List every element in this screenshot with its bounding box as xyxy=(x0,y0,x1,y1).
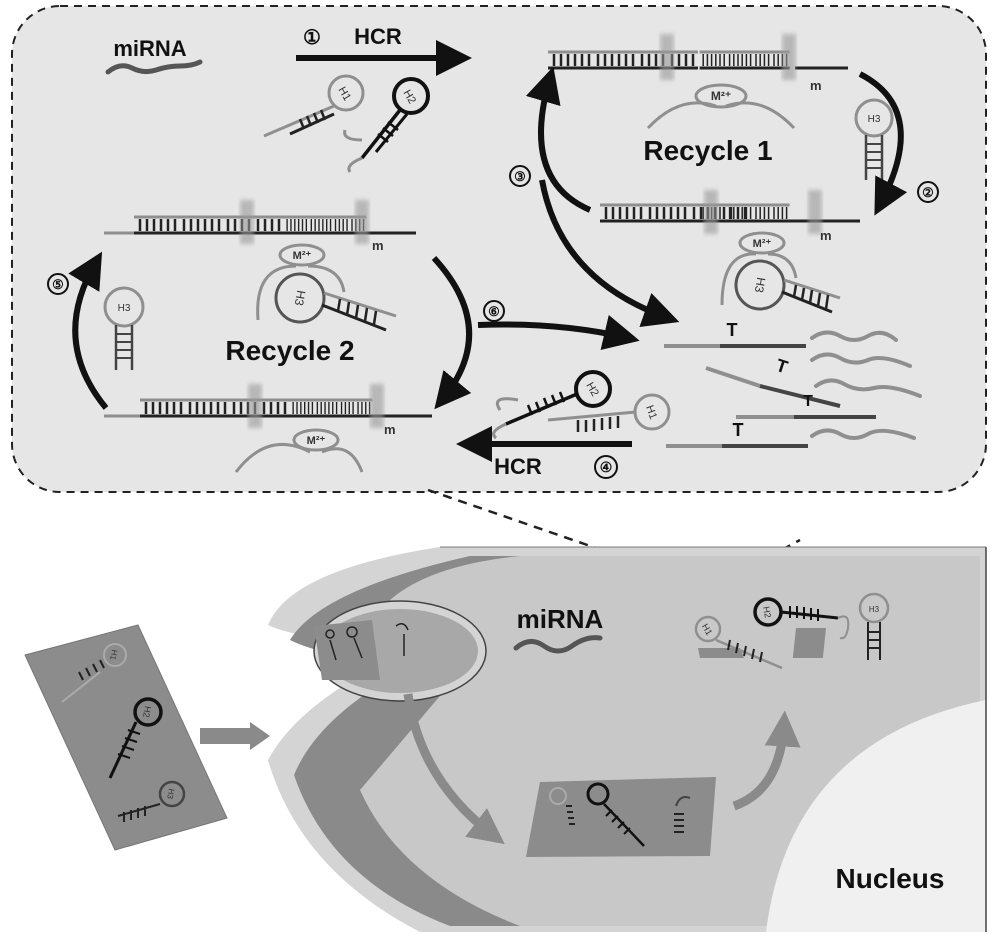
hairpin-h3-left: H3 xyxy=(103,286,145,370)
recycle2-top-duplex: m M²⁺ H3 xyxy=(104,200,416,332)
metal-ion-label: M²⁺ xyxy=(753,238,772,250)
hairpin-h1-top: H1 xyxy=(263,74,365,138)
mirna-wave-icon xyxy=(105,59,203,75)
hairpin-h3-right: H3 xyxy=(854,98,894,180)
nanosheet-cytoplasm xyxy=(526,777,716,857)
mirna-wave-icon xyxy=(810,352,912,368)
step3-release-arrow-icon xyxy=(539,179,680,328)
h1-label: H1 xyxy=(643,404,659,421)
mirna-label-top: miRNA xyxy=(113,36,186,61)
endosome-escape-arrow-icon xyxy=(403,693,505,845)
mirna-wave-icon xyxy=(810,428,916,440)
hairpin-loop-icon xyxy=(274,272,326,324)
hairpin-loop-icon xyxy=(854,98,894,138)
repeat-m-label: m xyxy=(810,78,822,93)
metal-ion-site xyxy=(292,428,340,452)
uptake-arrow xyxy=(200,722,270,750)
recycle1-top-duplex: m M²⁺ xyxy=(546,34,848,130)
released-products: T T T T xyxy=(664,320,922,448)
step5-number: ⑤ xyxy=(52,277,64,292)
step1-number: ① xyxy=(303,27,321,49)
recycle1-bottom-duplex: m M²⁺ H3 xyxy=(598,190,860,314)
h1-label: H1 xyxy=(108,649,119,661)
h3-label: H3 xyxy=(118,303,131,314)
hairpin-loop-icon xyxy=(574,370,612,408)
cell: Nucleus miRNA H1 H2 xyxy=(268,546,987,932)
repeat-m-label: m xyxy=(384,422,396,437)
hairpin-h2-bottom: H2 xyxy=(492,370,612,440)
step2-arrow-icon xyxy=(858,71,908,216)
step5-arrow-icon xyxy=(68,251,109,410)
step6-release-arrow-icon xyxy=(477,314,640,351)
h3-label: H3 xyxy=(752,276,769,294)
nucleus-label: Nucleus xyxy=(836,863,945,894)
mirna-wave-icon xyxy=(810,330,898,342)
repeat-m-label: m xyxy=(820,228,832,243)
h3-label: H3 xyxy=(869,605,880,614)
panel-dashed-border xyxy=(11,5,987,493)
h3-label: H3 xyxy=(868,114,881,125)
hcr-label-top: HCR xyxy=(354,24,402,49)
t-label: T xyxy=(803,393,813,410)
released-hairpins-cell: H1 H2 H3 xyxy=(694,592,890,670)
hairpin-h1-bottom: H1 xyxy=(547,393,671,432)
metal-ion-site xyxy=(738,231,786,255)
step1-hcr-arrow: ① HCR xyxy=(296,24,472,76)
nanosheet-in-endosome xyxy=(314,620,380,680)
recycle1-label: Recycle 1 xyxy=(643,135,772,166)
mirna-strand-top: miRNA xyxy=(105,36,203,75)
reaction-panel: miRNA ① HCR H1 H2 xyxy=(11,5,987,493)
recycle2-bottom-duplex: m M²⁺ xyxy=(104,384,432,473)
metal-ion-site xyxy=(278,243,326,267)
h2-label: H2 xyxy=(761,606,773,619)
h3-label: H3 xyxy=(165,788,176,800)
hairpin-loop-icon xyxy=(327,74,365,112)
hcr-label-bottom: HCR xyxy=(494,454,542,479)
step4-number: ④ xyxy=(600,459,613,475)
mirna-wave-icon xyxy=(513,635,603,654)
t-label: T xyxy=(733,420,744,440)
t-strand: T xyxy=(736,393,876,419)
nanosheet-external: H1 H2 H3 xyxy=(24,624,228,851)
arrow-icon xyxy=(250,722,270,750)
t-strand: T xyxy=(666,420,808,448)
step4-hcr-arrow: HCR ④ xyxy=(456,426,632,479)
mirna-wave-icon xyxy=(814,378,922,398)
repeat-m-label: m xyxy=(372,238,384,253)
hairpin-loop-icon xyxy=(734,259,786,311)
metal-ion-label: M²⁺ xyxy=(307,435,326,447)
t-strand: T xyxy=(664,320,806,348)
h3-label: H3 xyxy=(292,289,309,307)
mirna-label-cell: miRNA xyxy=(517,604,604,634)
step3-arrow-icon xyxy=(525,66,592,213)
metal-ion-site xyxy=(694,83,748,109)
step3-number: ③ xyxy=(514,169,526,184)
recycle2-label: Recycle 2 xyxy=(225,335,354,366)
t-label: T xyxy=(727,320,738,340)
release-arrow-icon xyxy=(732,710,801,811)
nucleus xyxy=(766,700,986,932)
step2-number: ② xyxy=(922,185,934,200)
h2-label: H2 xyxy=(141,705,153,718)
step6-arrow-icon xyxy=(431,255,472,410)
hairpin-loop-icon xyxy=(103,286,145,328)
hairpin-loop-icon xyxy=(392,77,430,115)
metal-ion-label: M²⁺ xyxy=(293,250,312,262)
step6-number: ⑥ xyxy=(488,304,500,319)
h1-label: H1 xyxy=(700,622,714,637)
nanosheet-cytoplasm-hairpins xyxy=(549,782,691,847)
metal-ion-label: M²⁺ xyxy=(711,89,731,103)
